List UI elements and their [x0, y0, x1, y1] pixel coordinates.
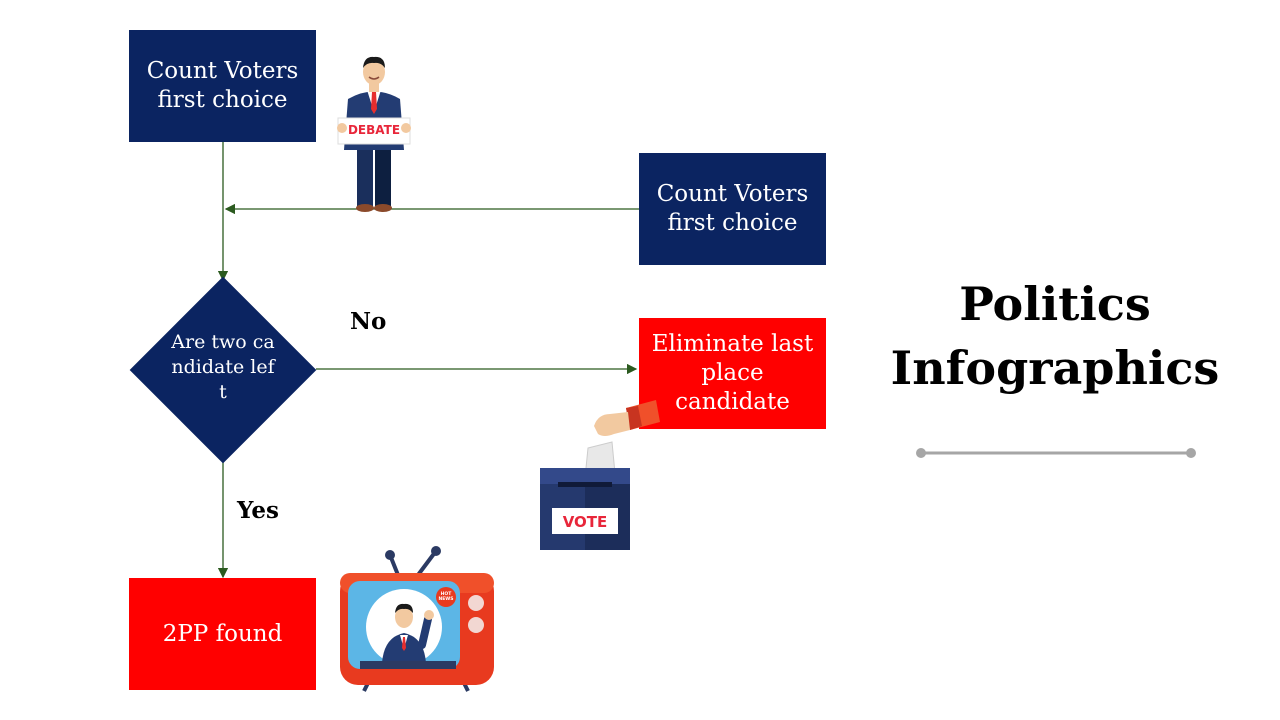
- ballot-box-text: VOTE: [563, 513, 608, 531]
- title-line1: Politics: [959, 277, 1151, 331]
- count-voters-line2: first choice: [667, 210, 798, 236]
- count-voters-line2: first choice: [157, 87, 288, 113]
- yes-label: Yes: [237, 497, 280, 524]
- decision-text: Are two candidate left: [171, 331, 275, 403]
- count-voters-line1: Count Voters: [146, 58, 299, 84]
- divider-dot-right: [1186, 448, 1196, 458]
- debate-politician-illustration: DEBATE: [337, 56, 411, 212]
- eliminate-line1: Eliminate last: [651, 331, 814, 357]
- count-voters-line1: Count Voters: [656, 181, 809, 207]
- count-voters-box-top: Count Voters first choice: [129, 30, 316, 142]
- result-box: 2PP found: [129, 578, 316, 690]
- eliminate-line2: place: [701, 360, 764, 386]
- no-label: No: [350, 308, 387, 335]
- count-voters-box-right: Count Voters first choice: [639, 153, 826, 265]
- divider-dot-left: [916, 448, 926, 458]
- debate-sign-text: DEBATE: [348, 123, 400, 137]
- result-text: 2PP found: [162, 620, 283, 647]
- ballot-box-illustration: VOTE: [540, 400, 660, 550]
- title-line2: Infographics: [890, 341, 1220, 395]
- eliminate-line3: candidate: [675, 389, 790, 415]
- page-title: Politics Infographics: [880, 272, 1230, 400]
- eliminate-box: Eliminate last place candidate: [639, 318, 826, 429]
